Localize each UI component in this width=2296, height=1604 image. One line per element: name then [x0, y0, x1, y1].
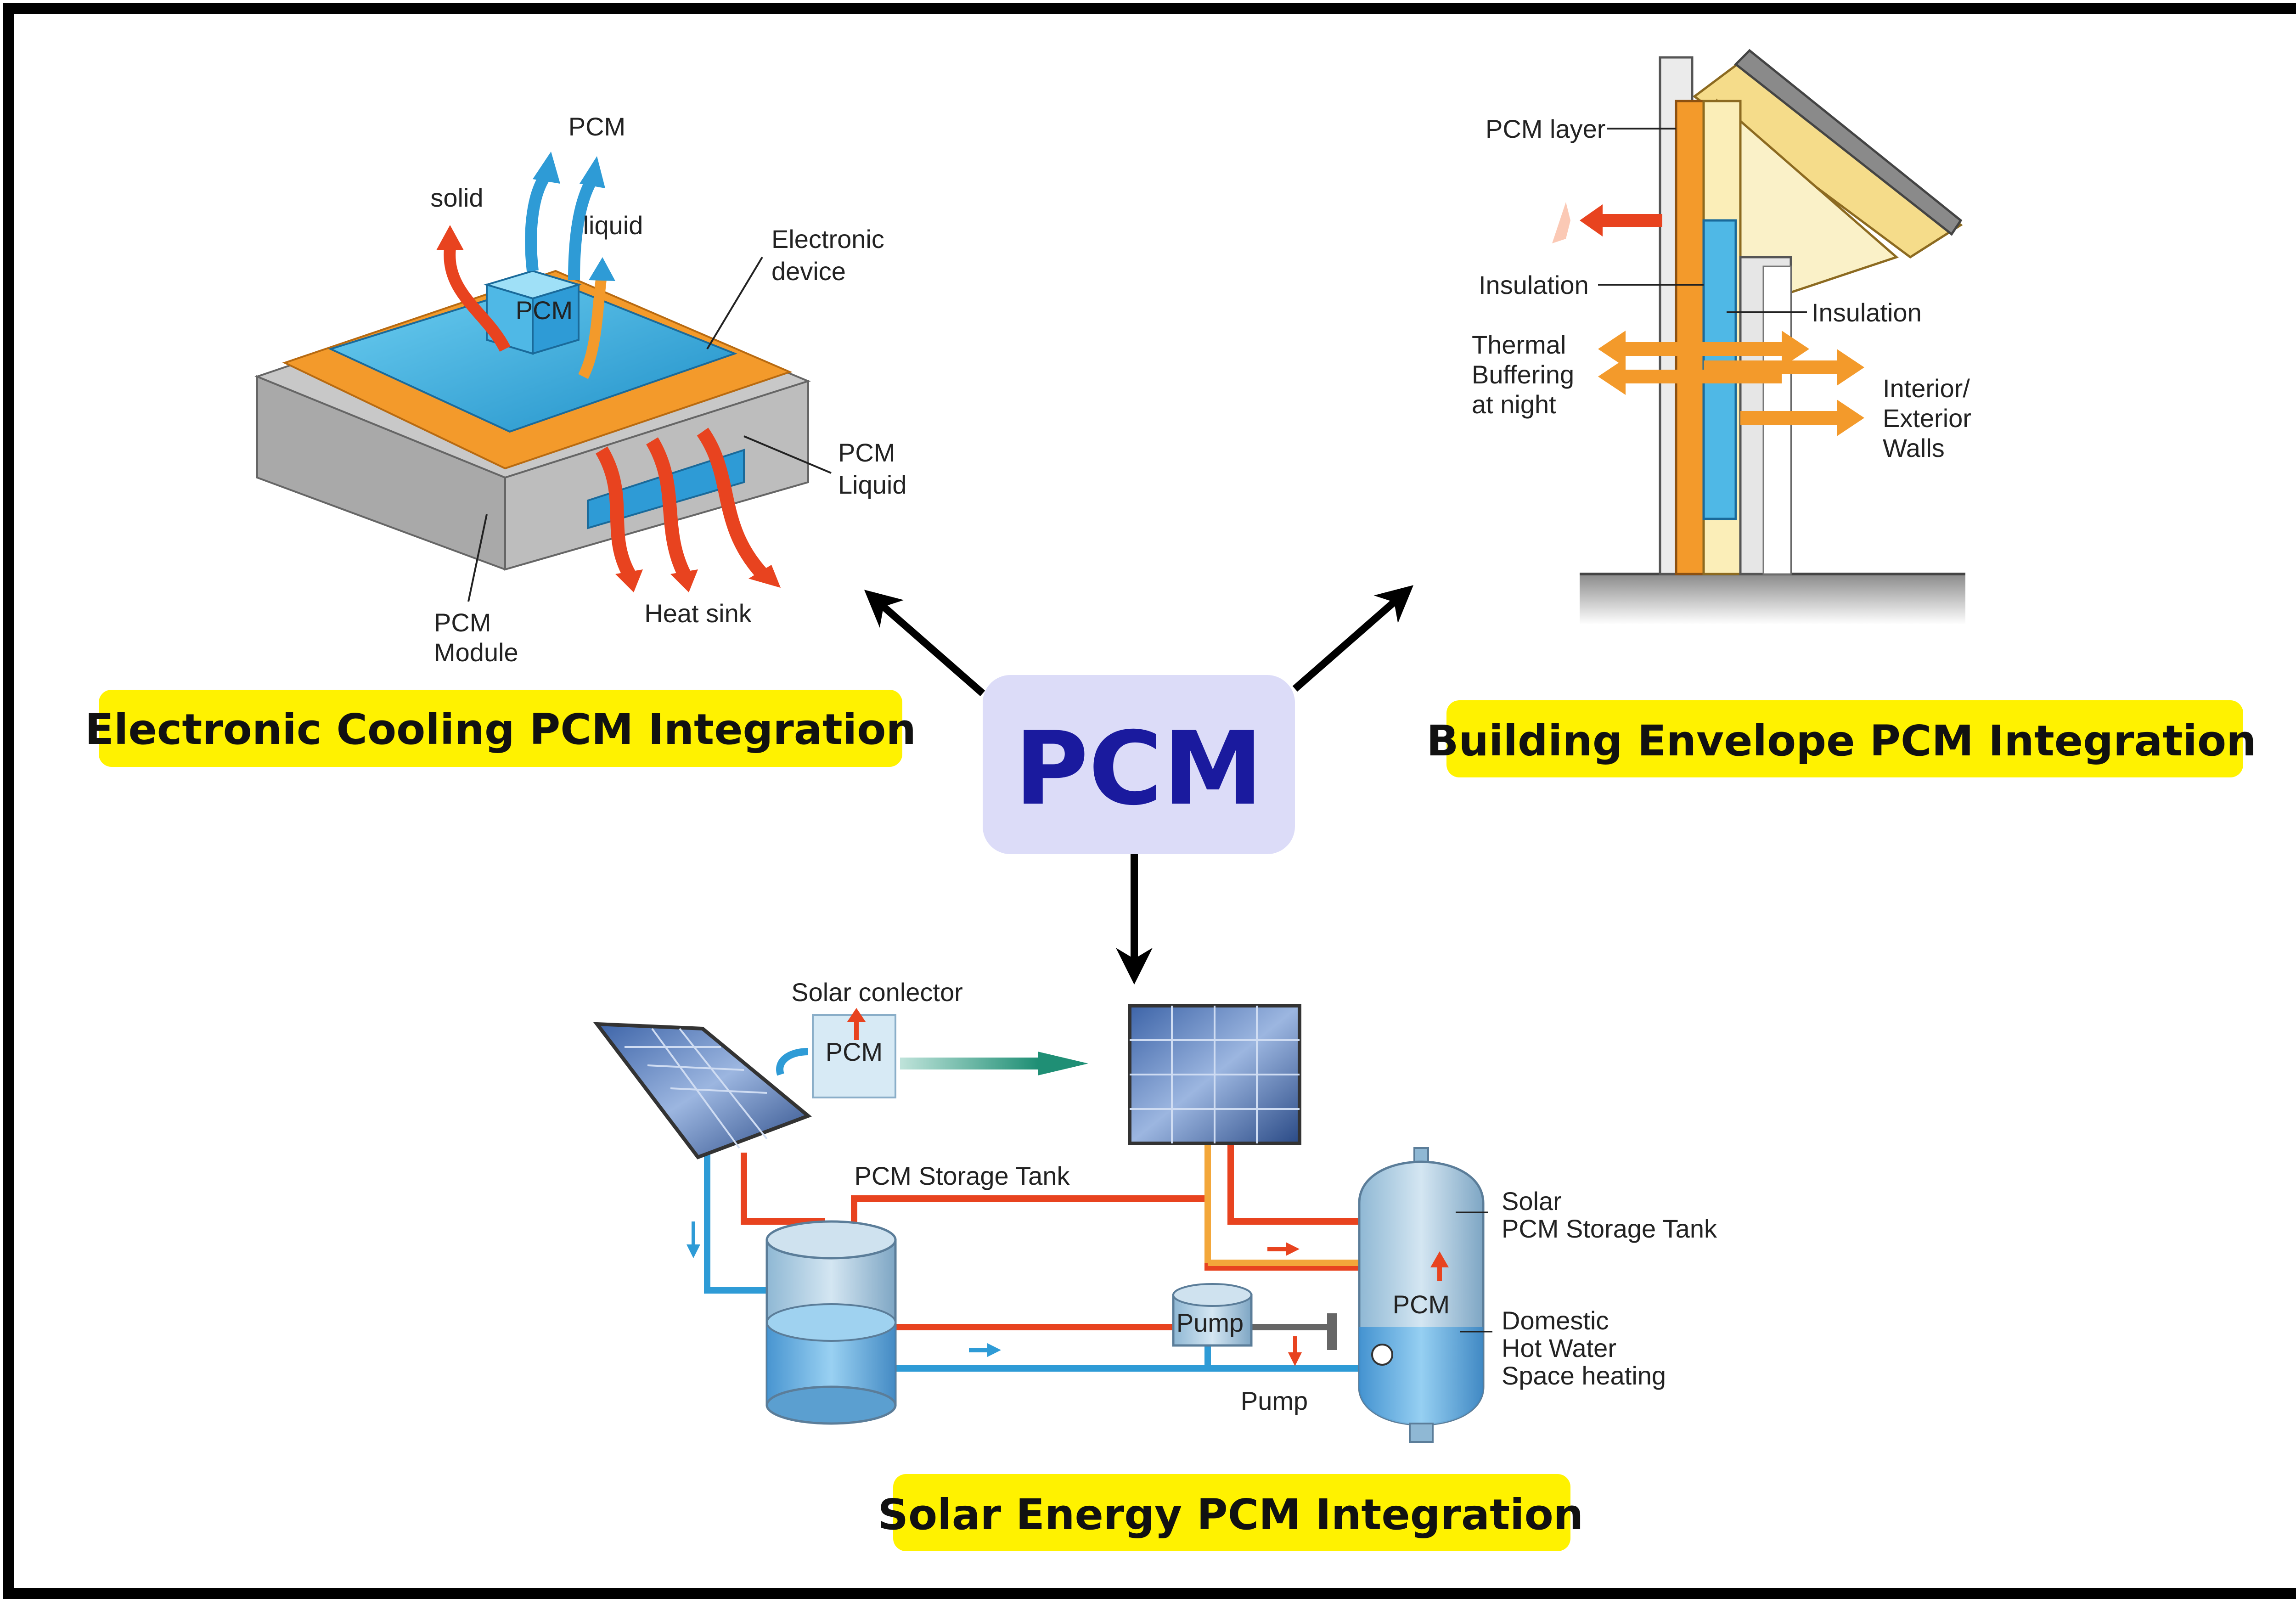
solid-label: solid	[430, 183, 483, 212]
pcm-liquid-label-1: PCM	[838, 438, 895, 467]
green-flow-arrow	[900, 1058, 1038, 1069]
tilted-solar-panel	[593, 1022, 812, 1159]
pcm-liquid-label-2: Liquid	[838, 470, 906, 499]
liquid-arrow	[578, 275, 607, 379]
heat-sink-label: Heat sink	[644, 599, 752, 628]
device-label-1: Electronic	[771, 225, 884, 253]
center-box	[983, 675, 1295, 854]
pcm-storage-tank-label: PCM Storage Tank	[855, 1161, 1070, 1190]
electronic-title-highlight	[99, 690, 902, 767]
module-label-2: Module	[434, 638, 518, 667]
electronic-title: Electronic Cooling PCM Integration	[85, 705, 916, 754]
building-envelope-illustration: PCM layer Insulation Insulation Thermal …	[1472, 49, 1971, 625]
thermal-label-1: Thermal	[1472, 330, 1566, 359]
roof-layer	[1692, 53, 1963, 259]
outward-heat-arrow	[1580, 204, 1603, 236]
solar-tank-label-2: PCM Storage Tank	[1502, 1214, 1717, 1243]
module-side	[504, 380, 809, 571]
dhw-label-2: Hot Water	[1502, 1334, 1616, 1362]
tank-pcm-label: PCM	[1393, 1290, 1450, 1319]
pcm-up-arrow-1	[525, 171, 551, 272]
heat-sink-arrow-3	[697, 428, 768, 579]
building-title-highlight	[1446, 700, 2243, 777]
arrow-to-building	[1292, 585, 1414, 692]
pcm-storage-tank	[765, 1220, 897, 1425]
building-title: Building Envelope PCM Integration	[1426, 716, 2256, 765]
pump-label: Pump	[1241, 1386, 1308, 1415]
pcm-layer-label: PCM layer	[1486, 114, 1605, 143]
solar-collector-box: PCM	[812, 1008, 896, 1098]
center-label: PCM	[1014, 710, 1263, 827]
connector-arrows	[864, 585, 1414, 985]
dhw-label-3: Space heating	[1502, 1361, 1666, 1390]
solid-heat-arrow	[444, 247, 511, 352]
upright-solar-panel	[1128, 1004, 1301, 1145]
center-node: PCM	[983, 675, 1295, 854]
electronic-cooling-illustration: PCM PCM solid liquid Electronic device P…	[254, 112, 906, 667]
roof-shingles	[1734, 49, 1963, 236]
solar-title-highlight	[893, 1474, 1570, 1551]
solar-title: Solar Energy PCM Integration	[878, 1490, 1584, 1539]
device-label-2: device	[771, 257, 846, 286]
liquid-label: liquid	[583, 211, 643, 240]
cube-label: PCM	[516, 296, 573, 325]
pcm-top-label: PCM	[568, 112, 625, 141]
walls-label-2: Exterior	[1883, 404, 1971, 433]
solar-collector-label: Solar conlector	[791, 978, 963, 1007]
solar-energy-illustration: PCM Pump	[593, 978, 1717, 1443]
thermal-label-3: at night	[1472, 390, 1556, 419]
arrow-to-electronic	[864, 590, 985, 697]
module-label-1: PCM	[434, 608, 491, 637]
walls-label-3: Walls	[1883, 433, 1945, 462]
insulation-right-label: Insulation	[1812, 298, 1922, 327]
ground	[1580, 574, 1965, 625]
thermal-label-2: Buffering	[1472, 360, 1574, 389]
pump-unit: Pump	[1172, 1283, 1253, 1347]
section-titles: Electronic Cooling PCM Integration Build…	[85, 690, 2257, 1551]
collector-box-label: PCM	[826, 1037, 883, 1066]
solar-storage-tank: PCM	[1358, 1147, 1485, 1443]
heat-sink-arrow-2	[646, 437, 691, 577]
dhw-label-1: Domestic	[1502, 1306, 1609, 1335]
solar-tank-label-1: Solar	[1502, 1187, 1562, 1216]
walls-label-1: Interior/	[1883, 374, 1970, 403]
insulation-left-label: Insulation	[1479, 270, 1589, 299]
heat-sink-arrow-1	[596, 446, 636, 578]
pcm-layer	[1675, 100, 1705, 575]
pcm-up-arrow-2	[568, 176, 598, 281]
pump-box-label: Pump	[1176, 1308, 1244, 1337]
